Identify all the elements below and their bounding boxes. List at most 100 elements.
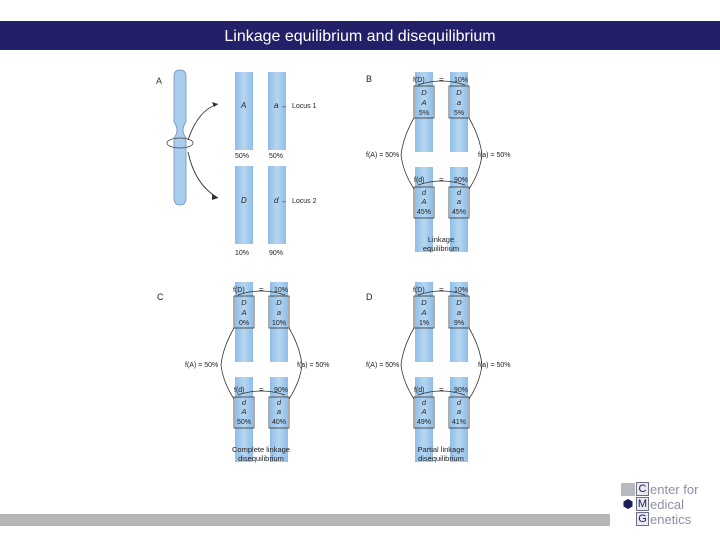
panel-b-letter: B	[366, 74, 372, 84]
allele-label: d	[422, 398, 427, 407]
panel-c-letter: C	[157, 292, 164, 302]
haplotype-frequency: 5%	[419, 110, 429, 117]
allele-label: A	[240, 101, 246, 110]
locus-label: ←	[281, 198, 288, 205]
footer-bar	[0, 514, 610, 526]
haplotype-frequency: 5%	[454, 110, 464, 117]
chromosome-segment	[235, 282, 253, 362]
allele-label: A	[420, 407, 426, 416]
haplotype-frequency: 45%	[417, 209, 431, 216]
panel-caption: disequilibrium	[238, 454, 284, 463]
panel-caption: disequilibrium	[418, 454, 464, 463]
bracket-line	[220, 327, 235, 400]
allele-label: A	[420, 98, 426, 107]
allele-label: d	[242, 398, 247, 407]
haplotype-box	[413, 85, 435, 119]
panel-caption: Complete linkage	[232, 445, 290, 454]
allele-label: a	[457, 197, 461, 206]
bracket-line	[400, 327, 415, 400]
equals-sign: =	[259, 285, 264, 294]
bracket-line	[417, 180, 466, 186]
equals-sign: =	[439, 75, 444, 84]
chromosome-segment	[270, 377, 288, 462]
locus1-label: Locus 1	[292, 103, 317, 110]
haplotype-box	[268, 295, 290, 329]
panel-caption: equilibrium	[423, 244, 459, 253]
freq-label-fa: f(a) = 50%	[297, 362, 330, 369]
allele-label: a	[457, 98, 461, 107]
chromosome-segment	[235, 377, 253, 462]
bracket-line	[400, 117, 415, 190]
panel-d-letter: D	[366, 292, 373, 302]
freq-label-fA: f(A) = 50%	[366, 152, 399, 159]
bracket-line	[237, 390, 286, 396]
total-percent: 10%	[274, 287, 288, 294]
hexagon-icon	[623, 499, 633, 509]
logo-word: enter for	[650, 482, 699, 497]
total-percent: 90%	[454, 387, 468, 394]
allele-label: d	[277, 398, 282, 407]
haplotype-box	[233, 396, 255, 429]
allele-label: a	[277, 308, 281, 317]
allele-label: a	[457, 407, 461, 416]
haplotype-box	[413, 295, 435, 329]
panel-a-letter: A	[156, 76, 162, 86]
total-percent: 90%	[454, 177, 468, 184]
freq-label-fD: f(D)	[413, 77, 425, 84]
haplotype-box	[448, 295, 470, 329]
chromosome-segment	[450, 282, 468, 362]
total-percent: 90%	[274, 387, 288, 394]
chromosome-segment	[415, 377, 433, 462]
allele-label: a	[457, 308, 461, 317]
allele-label: d	[457, 398, 462, 407]
haplotype-box	[413, 396, 435, 429]
freq-label-fD: f(D)	[233, 287, 245, 294]
allele-label: D	[421, 298, 427, 307]
haplotype-box	[448, 396, 470, 429]
allele-label: A	[240, 407, 246, 416]
whole-chromosome	[173, 69, 187, 206]
allele-label: D	[421, 88, 427, 97]
chromosome-segment	[270, 282, 288, 362]
equals-sign: =	[439, 285, 444, 294]
panel-d: Df(D)=10%DA1%Da9%f(A) = 50%f(a) = 50%f(d…	[366, 282, 511, 463]
haplotype-box	[448, 85, 470, 119]
allele-label: A	[420, 197, 426, 206]
haplotype-frequency: 40%	[272, 419, 286, 426]
haplotype-box	[268, 396, 290, 429]
bracket-line	[237, 290, 286, 296]
bracket-line	[417, 390, 466, 396]
logo-letter-c: C	[636, 482, 649, 496]
freq-label-fd: f(d)	[414, 177, 425, 184]
locus2-label: Locus 2	[292, 198, 317, 205]
bracket-line	[417, 290, 466, 296]
allele-label: a	[274, 101, 279, 110]
arrow-to-locus2	[187, 151, 219, 199]
allele-label: D	[241, 298, 247, 307]
haplotype-frequency: 1%	[419, 320, 429, 327]
chromosome-segment	[415, 72, 433, 152]
slide-title: Linkage equilibrium and disequilibrium	[224, 28, 496, 45]
haplotype-box	[413, 186, 435, 219]
equals-sign: =	[439, 175, 444, 184]
allele-label: D	[241, 196, 247, 205]
bracket-line	[468, 117, 483, 190]
haplotype-frequency: 49%	[417, 419, 431, 426]
freq-label-fD: f(D)	[413, 287, 425, 294]
haplotype-frequency: 50%	[237, 419, 251, 426]
allele-frequency: 50%	[269, 153, 283, 160]
logo-word: enetics	[650, 512, 692, 527]
arrowhead-icon	[212, 102, 218, 107]
haplotype-frequency: 41%	[452, 419, 466, 426]
freq-label-fd: f(d)	[234, 387, 245, 394]
allele-label: d	[457, 188, 462, 197]
allele-label: D	[456, 298, 462, 307]
